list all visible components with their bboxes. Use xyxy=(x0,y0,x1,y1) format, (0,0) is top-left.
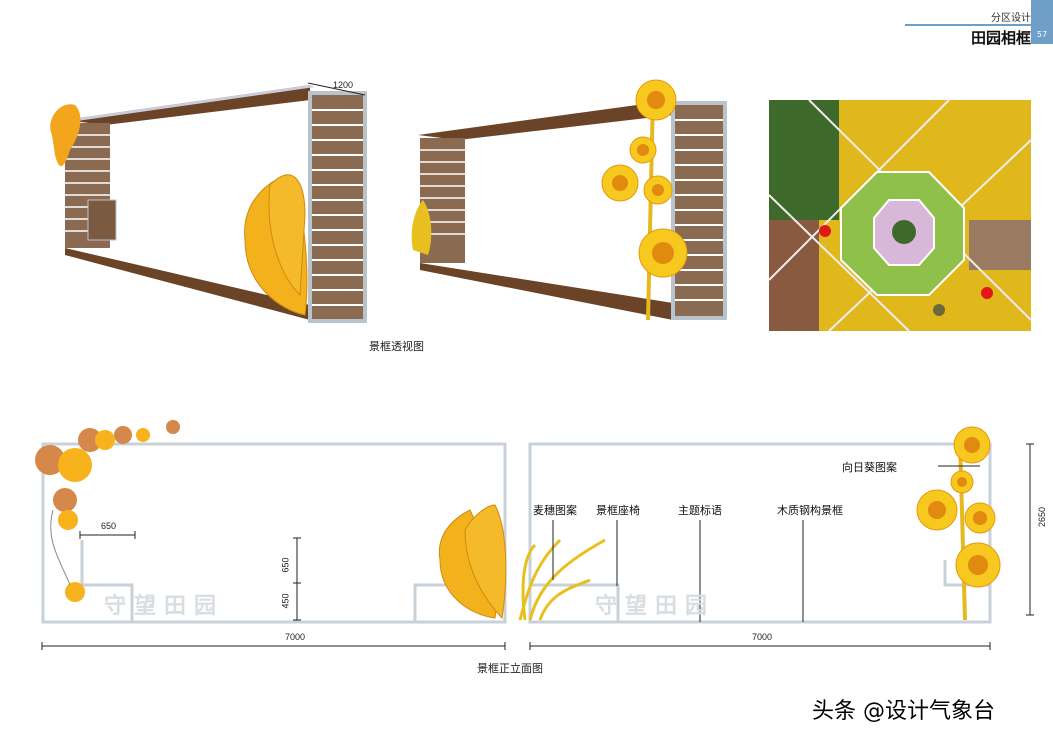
callout-wood-steel-frame: 木质钢构景框 xyxy=(777,504,843,517)
section-label: 分区设计 xyxy=(991,13,1031,24)
right-height-dimension: 2650 xyxy=(1037,506,1048,528)
seat-depth-dimension: 650 xyxy=(101,521,117,531)
callout-wheat-pattern: 麦穗图案 xyxy=(533,504,577,517)
header-divider xyxy=(905,24,1031,26)
upper-height-dimension: 650 xyxy=(280,557,291,573)
depth-dimension: 1200 xyxy=(333,80,354,90)
elevation-caption: 景框正立面图 xyxy=(477,662,543,675)
callout-frame-seat: 景框座椅 xyxy=(596,504,640,517)
elevation-left-drawing xyxy=(35,420,507,650)
page-tab xyxy=(1031,0,1053,44)
right-width-dimension: 7000 xyxy=(752,632,773,642)
callout-theme-slogan: 主题标语 xyxy=(678,504,722,517)
elevation-right-drawing xyxy=(518,426,1034,650)
seat-height-dimension: 450 xyxy=(280,593,291,609)
aerial-plan-image xyxy=(768,99,1032,332)
callout-sunflower-pattern: 向日葵图案 xyxy=(842,461,897,474)
slogan-art-right: 守望田园 xyxy=(595,594,716,619)
left-width-dimension: 7000 xyxy=(285,632,306,642)
page-title: 田园相框 xyxy=(970,29,1031,47)
slogan-art-left: 守望田园 xyxy=(104,594,225,619)
perspective-render-sunflower xyxy=(411,79,727,321)
watermark: 头条 @设计气象台 xyxy=(812,699,995,724)
perspective-caption: 景框透视图 xyxy=(369,340,424,353)
perspective-render-leaf xyxy=(50,82,367,323)
page-number: 57 xyxy=(1036,30,1048,39)
